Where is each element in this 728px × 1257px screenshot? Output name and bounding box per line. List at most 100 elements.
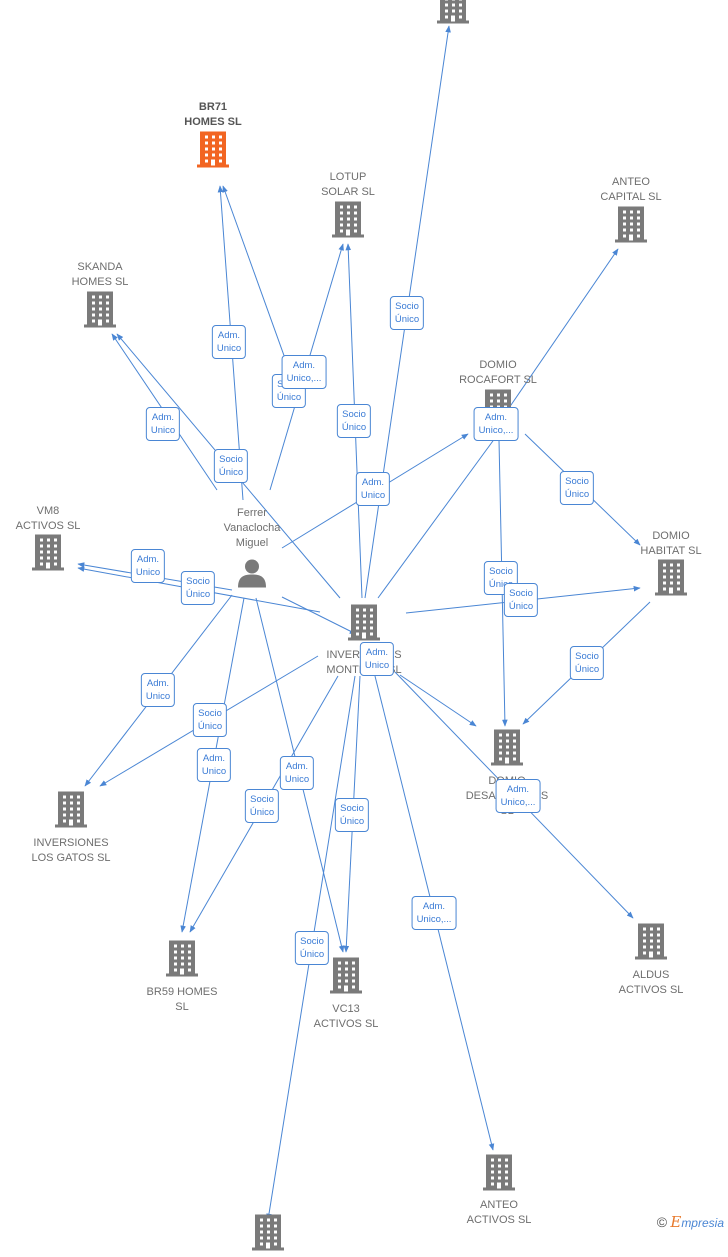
node-label-br59[interactable]: BR59 HOMES SL: [147, 985, 218, 1015]
edge-label-line: Socio: [186, 576, 210, 587]
node-label-line: ACTIVOS SL: [466, 1214, 532, 1226]
edge-label-line: Socio: [565, 476, 589, 487]
edge-label-line: Único: [276, 392, 302, 403]
edge-montepio-rocafort: [377, 433, 499, 599]
building-icon[interactable]: [331, 201, 365, 244]
edge-montepio-desarrollos: [399, 674, 477, 727]
edge-label[interactable]: Adm. Unico,...: [411, 896, 457, 930]
node-label-line: ROCAFORT SL: [459, 374, 537, 386]
edge-label-line: Adm.: [506, 784, 530, 795]
node-label-line: INVERSIONES: [33, 837, 109, 849]
building-icon[interactable]: [31, 534, 65, 577]
node-label-line: SKANDA: [77, 261, 123, 273]
edge-label-line: Socio: [250, 794, 274, 805]
building-icon[interactable]: [482, 1154, 516, 1197]
edge-label[interactable]: Adm.Unico: [196, 748, 232, 782]
edge-label[interactable]: Adm.Unico: [130, 549, 166, 583]
edge-label-line: Adm.: [285, 761, 309, 772]
edge-label-line: Socio: [489, 566, 513, 577]
edge-label-line: Socio: [219, 454, 243, 465]
building-icon[interactable]: [251, 1214, 285, 1257]
node-label-rocafort[interactable]: DOMIO ROCAFORT SL: [459, 358, 537, 388]
building-icon[interactable]: [614, 206, 648, 249]
node-label-line: ACTIVOS SL: [618, 984, 684, 996]
node-label-line: DOMIO: [479, 359, 517, 371]
edge-label-line: Unico: [216, 343, 242, 354]
edge-label-line: Único: [394, 314, 420, 325]
building-icon[interactable]: [83, 291, 117, 334]
node-label-skanda[interactable]: SKANDA HOMES SL: [72, 260, 129, 290]
edge-label-line: Unico,...: [416, 914, 452, 925]
node-label-line: ANTEO: [480, 1199, 518, 1211]
node-label-line: LOS GATOS SL: [31, 852, 111, 864]
edge-label-line: Socio: [342, 409, 366, 420]
node-label-line: HOMES SL: [71, 276, 129, 288]
node-label-line: SOLAR SL: [321, 186, 375, 198]
building-icon[interactable]: [54, 791, 88, 834]
building-icon[interactable]: [436, 0, 470, 30]
edge-label[interactable]: Adm.Unico,...: [473, 407, 519, 441]
edge-label-line: Unico: [364, 660, 390, 671]
edge-label-line: Unico: [201, 766, 227, 777]
node-label-anteo_act[interactable]: ANTEO ACTIVOS SL: [467, 1198, 532, 1228]
edge-label-line: Adm.: [217, 330, 241, 341]
edge-label-line: Único: [488, 579, 514, 590]
edge-label[interactable]: Adm. Unico: [140, 673, 176, 707]
node-label-line: VC13: [332, 1003, 360, 1015]
building-icon[interactable]: [634, 923, 668, 966]
edge-label[interactable]: Adm.Unico,...: [281, 355, 327, 389]
brand-name: mpresia: [681, 1216, 724, 1230]
node-label-line: ANTEO: [612, 176, 650, 188]
edge-label[interactable]: Adm.Unico: [359, 642, 395, 676]
node-label-line: BR59 HOMES: [146, 986, 218, 998]
edge-label[interactable]: Adm. Unico,...: [495, 779, 541, 813]
building-icon[interactable]: [329, 957, 363, 1000]
edge-label[interactable]: Adm.Unico: [279, 756, 315, 790]
node-label-line: HOMES SL: [184, 116, 242, 128]
building-icon[interactable]: [654, 559, 688, 602]
edge-label-line: Adm.: [484, 412, 508, 423]
edge-label-line: Único: [574, 664, 600, 675]
edge-label-line: Socio: [575, 651, 599, 662]
edge-label-line: Unico,...: [500, 797, 536, 808]
building-icon[interactable]: [490, 729, 524, 772]
edge-label-line: Unico: [150, 425, 176, 436]
edge-label[interactable]: Adm.Unico: [355, 472, 391, 506]
edge-label-line: Adm.: [292, 360, 316, 371]
building-icon[interactable]: [165, 940, 199, 983]
node-label-gatos[interactable]: INVERSIONES LOS GATOS SL: [31, 836, 110, 866]
edge-label-line: Adm.: [146, 678, 170, 689]
edge-label[interactable]: Adm. Unico: [211, 325, 247, 359]
node-label-line: Ferrer: [237, 507, 267, 519]
edge-label-line: Adm.: [422, 901, 446, 912]
node-label-line: ACTIVOS SL: [313, 1018, 379, 1030]
building-icon[interactable]: [347, 604, 381, 647]
building-icon[interactable]: [196, 131, 230, 174]
node-label-line: SL: [175, 1001, 189, 1013]
edge-label[interactable]: Adm.Unico: [145, 407, 181, 441]
edge-label-line: Unico: [145, 691, 171, 702]
person-icon[interactable]: [236, 557, 268, 594]
edge-label-line: Unico: [135, 567, 161, 578]
edge-label-line: Único: [339, 816, 365, 827]
edge-label-line: Socio: [395, 301, 419, 312]
